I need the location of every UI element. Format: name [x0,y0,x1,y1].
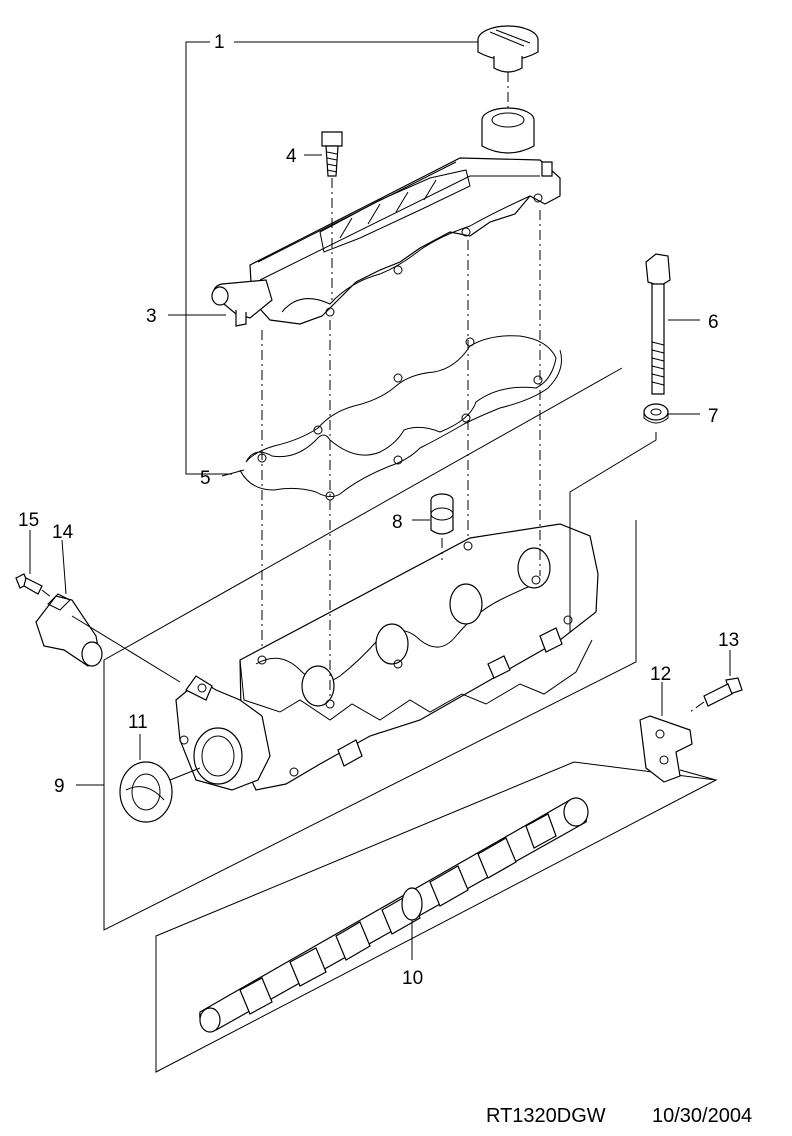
filler-neck [481,72,535,154]
drawing-footer: RT1320DGW 10/30/2004 [486,1105,752,1127]
long-bolt [645,253,671,395]
washer [643,403,669,424]
callout-numbers: 1 3 4 5 6 7 8 9 10 11 12 13 14 15 [18,32,739,989]
valve-cover [249,157,561,325]
leader-lines [29,154,731,960]
cylinder-head [239,523,599,791]
callout-8: 8 [392,512,403,533]
callout-15: 15 [18,510,39,531]
callout-11: 11 [128,712,148,733]
callout-1: 1 [214,32,225,53]
callout-14: 14 [52,522,74,543]
callout-1-bracket [185,41,478,475]
thermostat-housing [175,675,271,791]
alignment-lines [261,210,657,700]
valve-cover-gasket [239,335,562,501]
mounting-bracket [639,715,717,783]
callout-12: 12 [650,664,671,685]
callout-7: 7 [708,406,719,427]
callout-6: 6 [708,312,719,333]
assembly-panel-outline [103,367,637,931]
callout-4: 4 [286,146,297,167]
callout-13: 13 [718,630,739,651]
camshaft-panel-outline [155,761,718,1073]
camshaft [199,797,589,1033]
cover-bolt [321,131,343,300]
callout-9: 9 [54,776,65,797]
callout-10: 10 [402,968,423,989]
bracket-bolt [689,677,743,713]
camshaft-sensor [35,593,181,683]
hydraulic-lifter [430,493,454,560]
drawing-code: RT1320DGW [486,1105,606,1127]
drawing-date: 10/30/2004 [652,1105,752,1127]
breather-fitting [211,279,273,327]
callout-3: 3 [146,306,157,327]
sensor-bolt [15,573,53,599]
callout-5: 5 [200,468,211,489]
oil-filler-cap [477,25,539,73]
oil-seal [119,761,201,823]
